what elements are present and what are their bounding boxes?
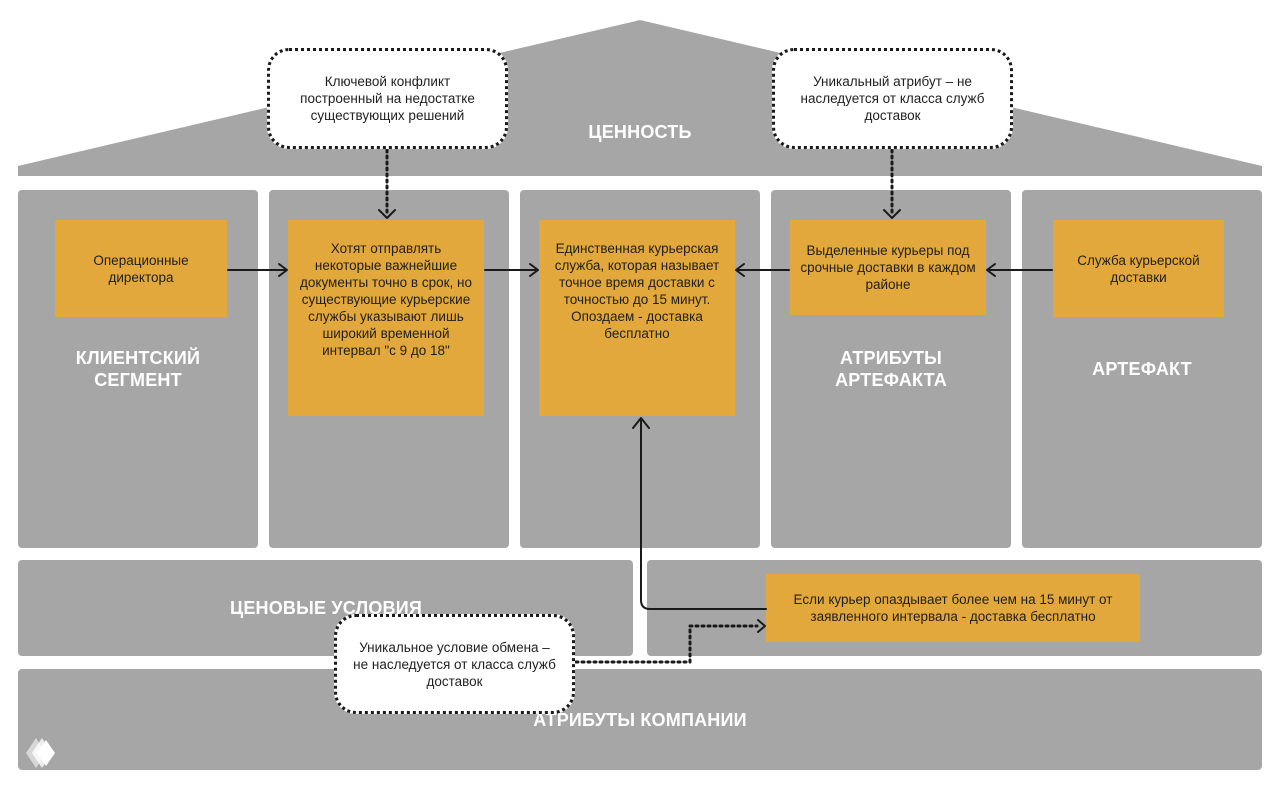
dotted-condition-to-price — [574, 624, 759, 664]
callout-unique-attribute: Уникальный атрибут – не наследуется от к… — [772, 48, 1013, 149]
callout-unique-condition: Уникальное условие обмена – не наследует… — [334, 614, 575, 714]
box-value-proposition: Единственная курьерская служба, которая … — [539, 220, 735, 416]
box-need: Хотят отправлять некоторые важнейшие док… — [288, 220, 484, 416]
roof-title: ЦЕННОСТЬ — [588, 122, 692, 142]
logo-icon — [26, 738, 55, 768]
arrow-head-conflict — [378, 209, 396, 219]
arrow-head-condition — [757, 619, 766, 633]
column-title-artifact-attributes: АТРИБУТЫ АРТЕФАКТА — [835, 348, 947, 390]
arrow-head-price-to-value — [632, 417, 650, 429]
box-artifact: Служба курьерской доставки — [1053, 220, 1224, 317]
column-title-artifact: АРТЕФАКТ — [1092, 359, 1192, 379]
arrow-head-attributes-to-value — [735, 263, 745, 277]
box-artifact-attributes: Выделенные курьеры под срочные доставки … — [790, 220, 986, 315]
callout-key-conflict: Ключевой конфликт построенный на недоста… — [267, 48, 508, 149]
box-price-condition: Если курьер опаздывает более чем на 15 м… — [766, 574, 1140, 642]
box-client-segment: Операционные директора — [55, 220, 227, 317]
arrow-head-client-to-need — [278, 263, 288, 277]
arrow-head-attribute — [883, 209, 901, 219]
arrow-price-to-value — [640, 419, 767, 610]
arrow-head-need-to-value — [529, 263, 539, 277]
price-band-title: ЦЕНОВЫЕ УСЛОВИЯ — [229, 598, 423, 618]
column-title-client-segment: КЛИЕНТСКИЙ СЕГМЕНТ — [75, 348, 201, 390]
company-band-title: АТРИБУТЫ КОМПАНИИ — [533, 710, 747, 730]
arrow-head-artifact-to-attributes — [986, 263, 996, 277]
company-band — [18, 669, 1262, 770]
